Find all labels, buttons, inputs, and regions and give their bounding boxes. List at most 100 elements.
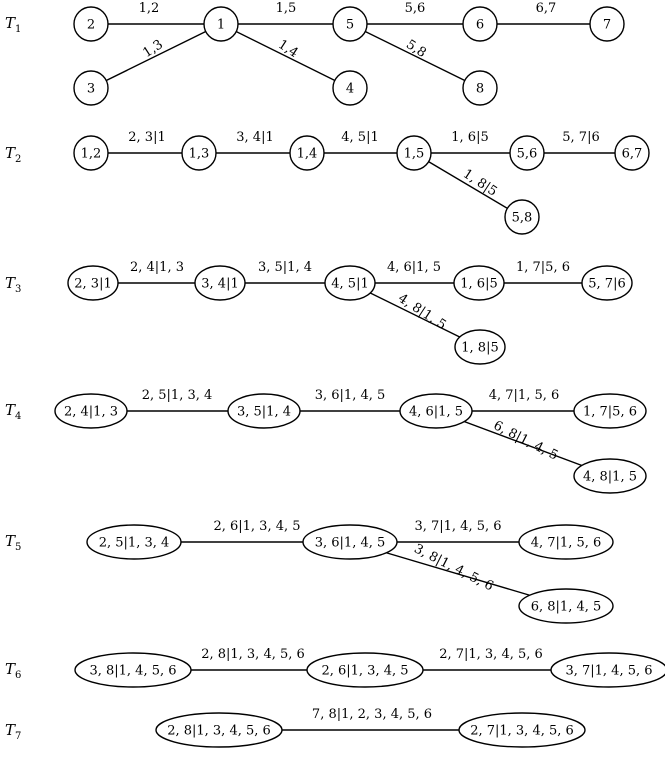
node-label: 2 <box>87 18 95 33</box>
node-label: 8 <box>476 82 484 97</box>
edge-label: 5,6 <box>405 1 426 16</box>
node-label: 5,6 <box>517 147 538 162</box>
tree-node <box>306 652 424 688</box>
edge-line <box>220 23 351 89</box>
tree-node <box>86 524 182 560</box>
node-label: 4, 6|1, 5 <box>409 405 463 420</box>
edge-line <box>349 23 481 89</box>
node-label: 4, 5|1 <box>331 277 368 292</box>
tree-node <box>454 329 506 365</box>
node-label: 1,3 <box>189 147 210 162</box>
tree-node <box>458 712 586 748</box>
tree-node <box>462 6 498 42</box>
tree-4: T4 2, 5|1, 3, 4 3, 6|1, 4, 5 4, 7|1, 5, 6 6,… <box>5 388 647 494</box>
node-label: 2, 4|1, 3 <box>64 405 118 420</box>
tree-node <box>73 6 109 42</box>
tree-node <box>74 652 192 688</box>
tree-node <box>181 135 217 171</box>
edge-label: 6, 8|1, 4, 5 <box>491 418 561 463</box>
edge-label: 1, 6|5 <box>451 130 488 145</box>
edge-label: 2, 3|1 <box>128 130 165 145</box>
node-label: 6, 8|1, 4, 5 <box>531 600 602 615</box>
node-label: 1,4 <box>297 147 318 162</box>
edge-label: 3, 4|1 <box>236 130 273 145</box>
node-label: 3, 8|1, 4, 5, 6 <box>89 664 176 679</box>
edge-label: 2, 4|1, 3 <box>130 260 184 275</box>
node-label: 2, 3|1 <box>74 277 111 292</box>
node-label: 5,8 <box>512 211 533 226</box>
node-label: 5, 7|6 <box>588 277 625 292</box>
tree-node <box>518 588 614 624</box>
tree-node <box>194 265 246 301</box>
edge-label: 5,8 <box>403 37 429 61</box>
node-label: 2, 7|1, 3, 4, 5, 6 <box>470 724 574 739</box>
tree-node <box>396 135 432 171</box>
tree-node <box>399 393 473 429</box>
edge-label: 3, 5|1, 4 <box>258 260 312 275</box>
tree-node <box>573 393 647 429</box>
node-label: 3 <box>87 82 95 97</box>
node-label: 2, 6|1, 3, 4, 5 <box>321 664 408 679</box>
edge-label: 3, 7|1, 4, 5, 6 <box>414 519 501 534</box>
edge-label: 3, 6|1, 4, 5 <box>315 388 386 403</box>
edge-label: 2, 5|1, 3, 4 <box>142 388 213 403</box>
node-label: 3, 5|1, 4 <box>237 405 291 420</box>
tree-label: T7 <box>5 721 21 742</box>
edge-label: 1,5 <box>276 1 297 16</box>
node-label: 5 <box>346 18 354 33</box>
edge-label: 1,2 <box>139 1 160 16</box>
node-label: 3, 7|1, 4, 5, 6 <box>565 664 652 679</box>
tree-node <box>289 135 325 171</box>
edge-label: 2, 7|1, 3, 4, 5, 6 <box>439 647 543 662</box>
edge-label: 4, 7|1, 5, 6 <box>489 388 560 403</box>
tree-node <box>54 393 128 429</box>
node-label: 3, 6|1, 4, 5 <box>315 536 386 551</box>
tree-node <box>462 70 498 106</box>
edge-label: 1,4 <box>275 37 301 61</box>
tree-node <box>614 135 650 171</box>
tree-node <box>67 265 119 301</box>
node-label: 1,2 <box>81 147 102 162</box>
node-label: 1, 6|5 <box>460 277 497 292</box>
tree-7: T77, 8|1, 2, 3, 4, 5, 62, 8|1, 3, 4, 5, … <box>5 707 586 748</box>
edge-label: 5, 7|6 <box>562 130 599 145</box>
edge-label: 4, 6|1, 5 <box>387 260 441 275</box>
tree-node <box>581 265 633 301</box>
tree-node <box>203 6 239 42</box>
edge-label: 4, 8|1, 5 <box>395 291 448 333</box>
edge-label: 2, 6|1, 3, 4, 5 <box>213 519 300 534</box>
tree-label: T5 <box>5 532 21 553</box>
tree-label: T2 <box>5 144 21 165</box>
edge-line <box>413 152 523 218</box>
tree-node <box>332 70 368 106</box>
node-label: 1, 7|5, 6 <box>583 405 637 420</box>
tree-label: T4 <box>5 401 21 422</box>
tree-node <box>518 524 614 560</box>
tree-node <box>155 712 283 748</box>
node-label: 1,5 <box>404 147 425 162</box>
tree-node <box>302 524 398 560</box>
node-label: 6 <box>476 18 484 33</box>
tree-node <box>324 265 376 301</box>
node-label: 4 <box>346 82 354 97</box>
edge-label: 1,3 <box>140 37 166 61</box>
edge-line <box>90 23 222 89</box>
tree-node <box>504 199 540 235</box>
node-label: 6,7 <box>622 147 643 162</box>
node-label: 4, 8|1, 5 <box>583 470 637 485</box>
tree-label: T6 <box>5 660 21 681</box>
tree-5: T5 2, 6|1, 3, 4, 5 3, 7|1, 4, 5, 6 3, 8|1, … <box>5 519 614 624</box>
node-label: 3, 4|1 <box>201 277 238 292</box>
edge-line <box>349 282 481 348</box>
tree-node <box>73 70 109 106</box>
tree-label: T3 <box>5 274 21 295</box>
tree-node <box>550 652 665 688</box>
node-label: 7 <box>603 18 611 33</box>
tree-node <box>332 6 368 42</box>
edge-label: 3, 8|1, 4, 5, 6 <box>411 541 495 594</box>
